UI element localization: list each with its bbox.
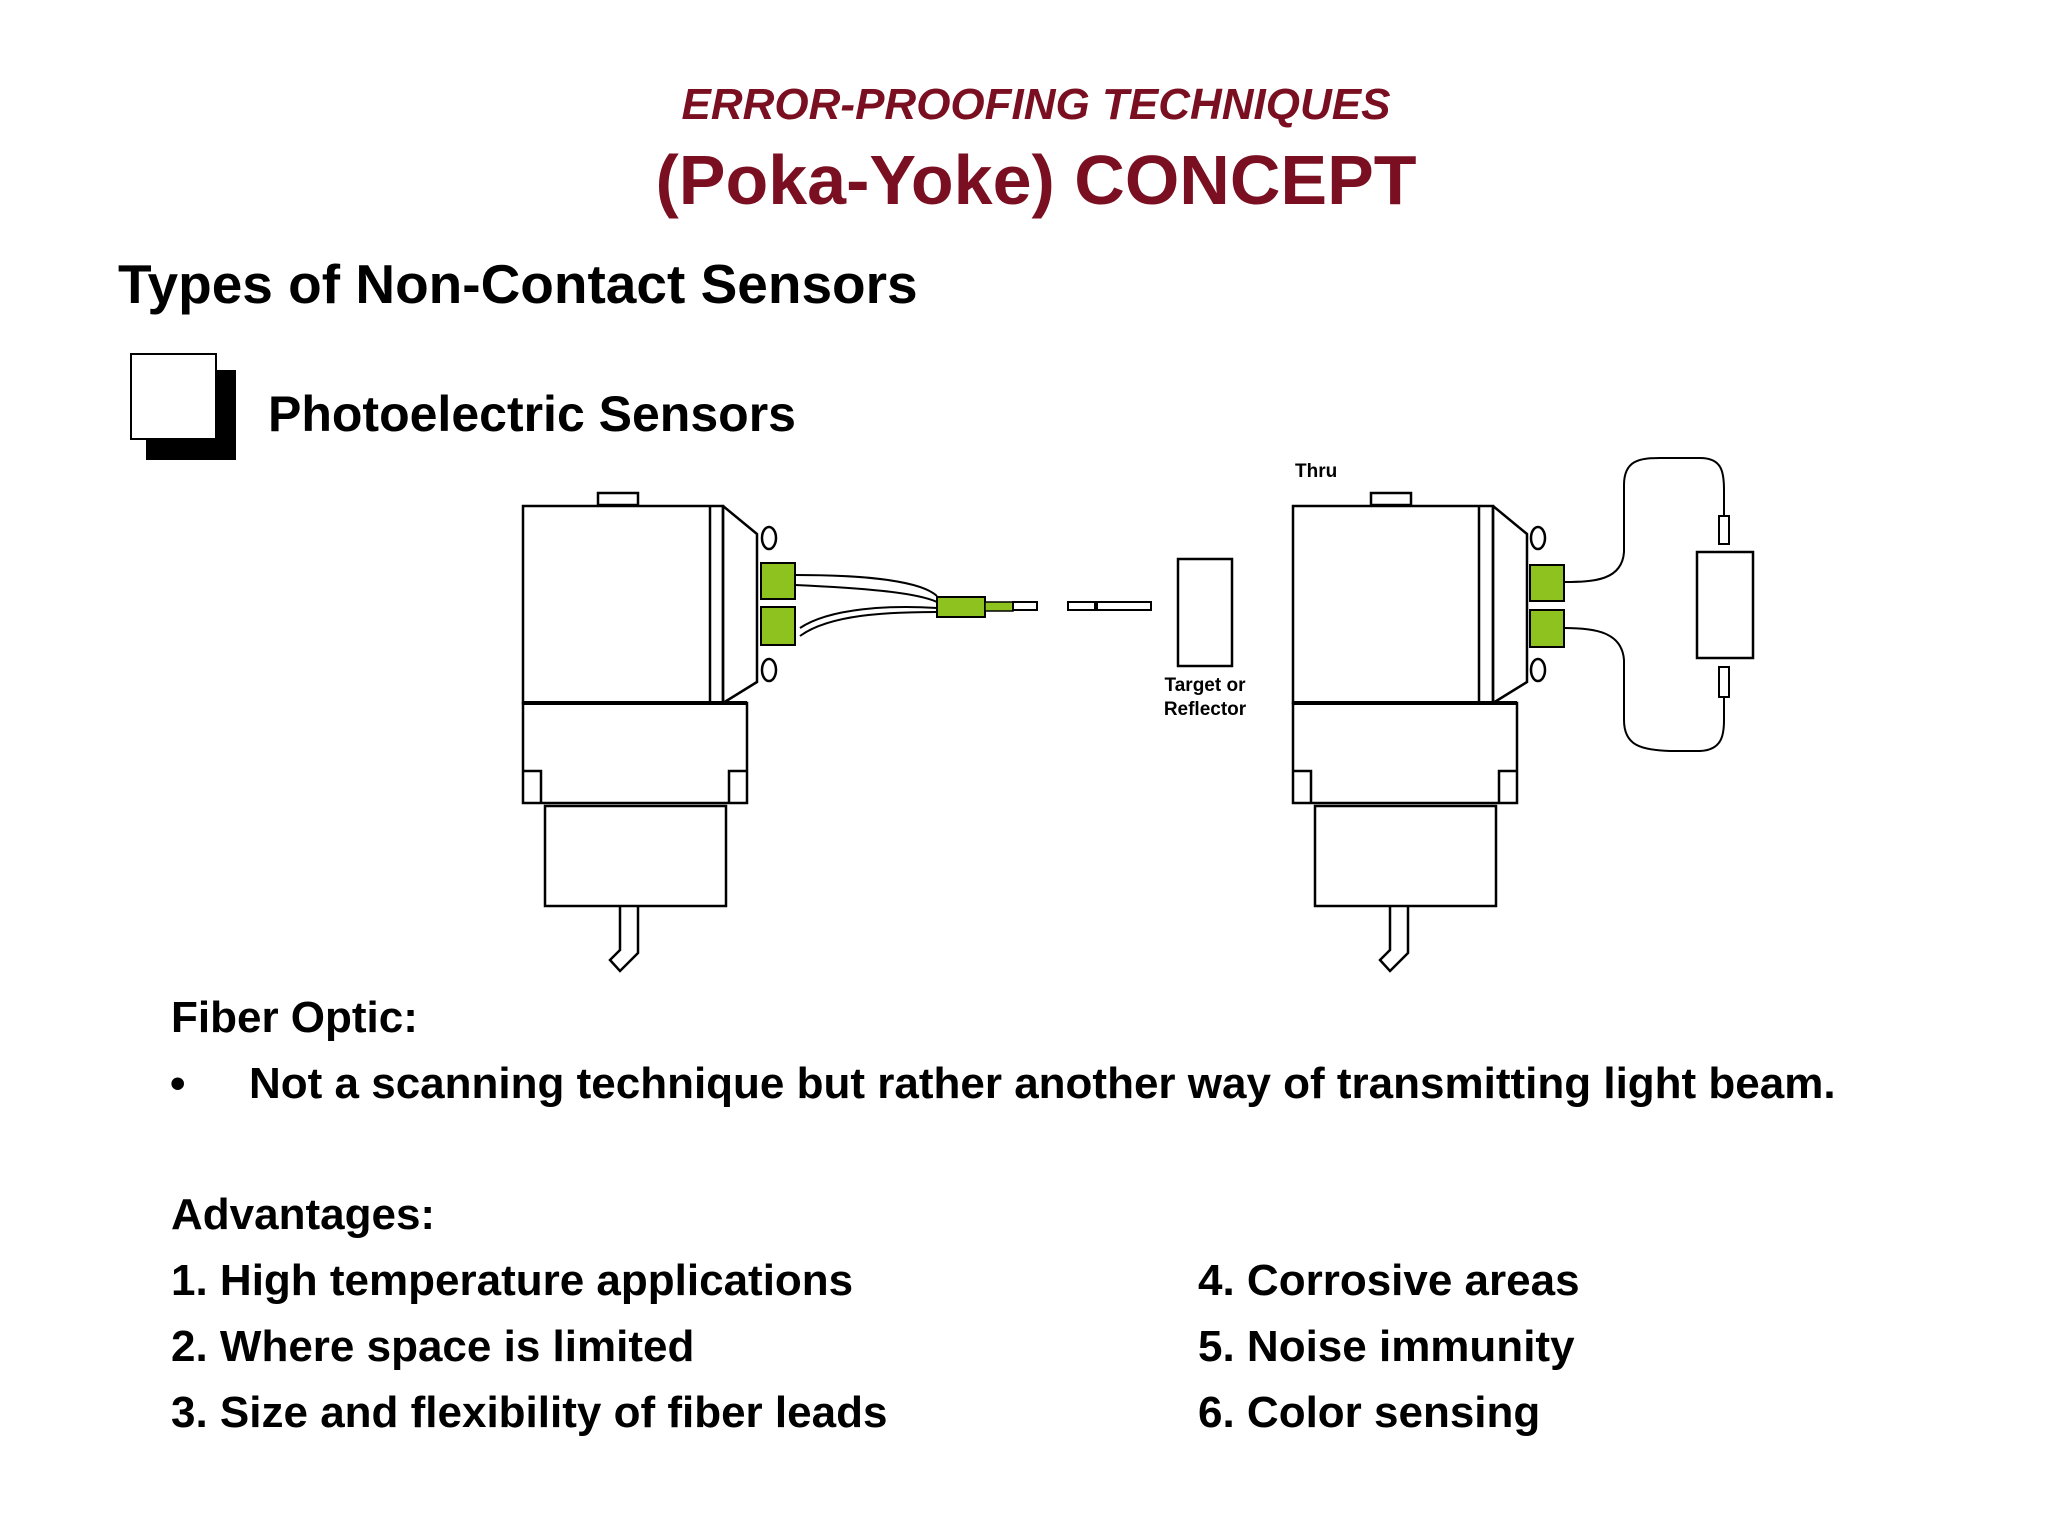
subsection-heading: Photoelectric Sensors xyxy=(268,386,796,442)
label-thru: Thru xyxy=(1295,461,1337,482)
advantage-item-6: 6. Color sensing xyxy=(1198,1388,1541,1437)
title-line-1: ERROR-PROOFING TECHNIQUES xyxy=(681,80,1391,129)
advantage-item-2: 2. Where space is limited xyxy=(171,1322,695,1371)
checkbox-icon xyxy=(130,353,217,440)
thru-target xyxy=(1695,550,1755,660)
fiber-tip xyxy=(984,601,1014,612)
left-emitter-port xyxy=(760,562,796,600)
left-fiber-cable xyxy=(794,574,938,637)
left-sensor-body xyxy=(521,491,778,973)
right-emitter-port xyxy=(1529,564,1565,602)
fiber-optic-heading: Fiber Optic: xyxy=(171,993,418,1042)
advantage-item-5: 5. Noise immunity xyxy=(1198,1322,1575,1371)
advantage-item-3: 3. Size and flexibility of fiber leads xyxy=(171,1388,888,1437)
target-reflector xyxy=(1176,557,1234,668)
right-sensor-body xyxy=(1291,491,1547,973)
title-line-2: (Poka-Yoke) CONCEPT xyxy=(655,141,1417,219)
left-receiver-port xyxy=(760,606,796,646)
thru-fiber-end-top xyxy=(1718,515,1730,545)
label-reflector: Reflector xyxy=(1164,699,1247,720)
right-receiver-port xyxy=(1529,609,1565,648)
thru-fiber-end-bottom xyxy=(1718,666,1730,698)
advantage-item-4: 4. Corrosive areas xyxy=(1198,1256,1580,1305)
fiber-connector xyxy=(936,596,986,618)
section-heading: Types of Non-Contact Sensors xyxy=(118,253,918,315)
label-target: Target or xyxy=(1165,675,1247,696)
advantage-item-1: 1. High temperature applications xyxy=(171,1256,854,1305)
light-beam xyxy=(1012,601,1152,611)
fiber-optic-description: Not a scanning technique but rather anot… xyxy=(249,1059,1836,1108)
bullet-point: • xyxy=(170,1059,186,1108)
thru-fiber-loop xyxy=(1563,457,1725,752)
fiber-optic-diagram: Target or Reflector Thru xyxy=(521,457,1755,973)
advantages-heading: Advantages: xyxy=(171,1190,436,1239)
